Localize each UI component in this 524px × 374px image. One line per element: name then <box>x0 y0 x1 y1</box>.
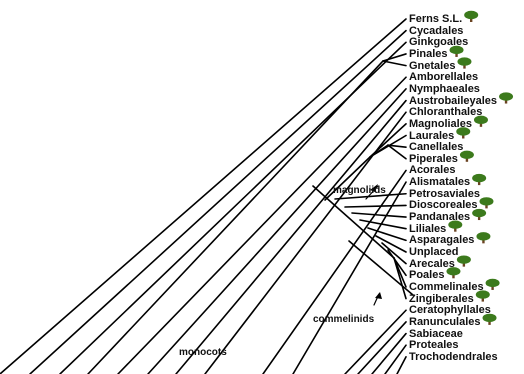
taxon-label: Proteales <box>409 339 459 352</box>
taxon-label: Nymphaeales <box>409 82 480 95</box>
taxon-label: Zingiberales <box>409 292 474 305</box>
branch-canellales-piperales <box>369 144 389 158</box>
branch-amborellales <box>117 76 407 374</box>
branch-austrobaileyales <box>175 99 407 374</box>
tree-icon <box>482 313 497 325</box>
taxon-label: Asparagales <box>409 234 475 247</box>
clade-label-commelinids: commelinids <box>313 314 375 325</box>
tree-icon <box>446 267 461 279</box>
tree-icon <box>456 127 471 139</box>
taxon-label: Poales <box>409 269 445 282</box>
magnoliids-arrowhead <box>370 184 378 192</box>
branch-magnoliids-stem <box>324 156 371 201</box>
branch-liliales <box>359 219 407 230</box>
tree-icon <box>464 10 479 22</box>
branch-zingiberales <box>393 257 407 300</box>
branch-petrosaviales <box>334 192 407 200</box>
branch-poales <box>387 249 407 277</box>
taxon-label: Gnetales <box>409 59 456 72</box>
branch-commelinid-stem <box>348 240 414 296</box>
branch-piperales <box>387 144 407 160</box>
branch-pinales <box>382 53 407 62</box>
branch-proteales <box>384 344 407 374</box>
taxon-label: Austrobaileyales <box>409 94 498 107</box>
branch-nymphaeales <box>147 88 407 374</box>
taxon-label: Cycadales <box>409 24 464 37</box>
branch-cycadales <box>29 29 407 374</box>
tree-icon <box>475 290 490 302</box>
taxon-label: Ginkgoales <box>409 36 469 49</box>
branch-monocot-spine <box>312 185 395 259</box>
taxon-label: Amborellales <box>409 71 479 84</box>
tree-icon <box>472 173 487 186</box>
taxon-label: Acorales <box>409 164 456 177</box>
branch-unplaced <box>375 235 407 253</box>
branch-dioscoreales <box>344 204 407 208</box>
tree-icon <box>472 208 487 221</box>
tree-icon <box>479 197 494 209</box>
taxon-label: Unplaced <box>409 246 459 258</box>
taxon-label: Magnoliales <box>409 117 472 130</box>
branch-asparagales <box>367 227 407 242</box>
branch-pinales-gnetales <box>87 60 384 374</box>
branch-gnetales <box>382 60 407 67</box>
branch-magnoliales <box>369 123 407 158</box>
tree-icon <box>456 255 471 267</box>
taxon-label: Ferns S.L. <box>409 13 463 25</box>
tree-icon <box>457 57 472 69</box>
branch-trochodendrales <box>396 356 407 374</box>
clade-label-monocots: monocots <box>179 347 227 358</box>
taxon-label: Ceratophyllales <box>409 304 491 317</box>
tree-icon <box>448 220 463 232</box>
branch-acorales <box>262 169 407 374</box>
taxon-label: Dioscoreales <box>409 199 478 212</box>
branch-pandanales <box>351 212 407 218</box>
taxon-label: Arecales <box>409 257 455 270</box>
taxon-label: Ranunculales <box>409 315 481 328</box>
branch-arecales <box>381 242 407 265</box>
taxon-label: Liliales <box>409 222 447 235</box>
taxon-label: Petrosaviales <box>409 187 480 200</box>
tree-icon <box>473 115 488 127</box>
branch-ranunculales <box>357 321 407 374</box>
branch-ceratophyllales <box>344 309 407 374</box>
branch-canellales <box>387 144 407 148</box>
tree-icon <box>459 150 474 162</box>
tree-icon <box>499 92 514 104</box>
taxon-label: Commelinales <box>409 280 484 293</box>
commelinids-arrowhead <box>375 292 382 299</box>
taxon-label: Piperales <box>409 152 458 165</box>
taxon-label: Pinales <box>409 47 448 60</box>
taxon-label: Canellales <box>409 141 464 154</box>
tree-icon <box>449 45 464 57</box>
taxon-label: Alismatales <box>409 176 471 189</box>
taxon-label: Chloranthales <box>409 106 483 119</box>
tree-icon <box>485 278 500 290</box>
branch-alismatales <box>292 181 407 374</box>
branch-ferns <box>0 18 407 374</box>
branch-sabiaceae <box>371 332 407 374</box>
tree-icon <box>476 232 491 244</box>
clade-label-magnoliids: magnoliids <box>333 185 386 196</box>
taxon-label: Laurales <box>409 129 455 142</box>
taxon-label: Trochodendrales <box>409 350 498 363</box>
taxon-label: Sabiaceae <box>409 327 463 340</box>
taxon-label: Pandanales <box>409 211 471 224</box>
